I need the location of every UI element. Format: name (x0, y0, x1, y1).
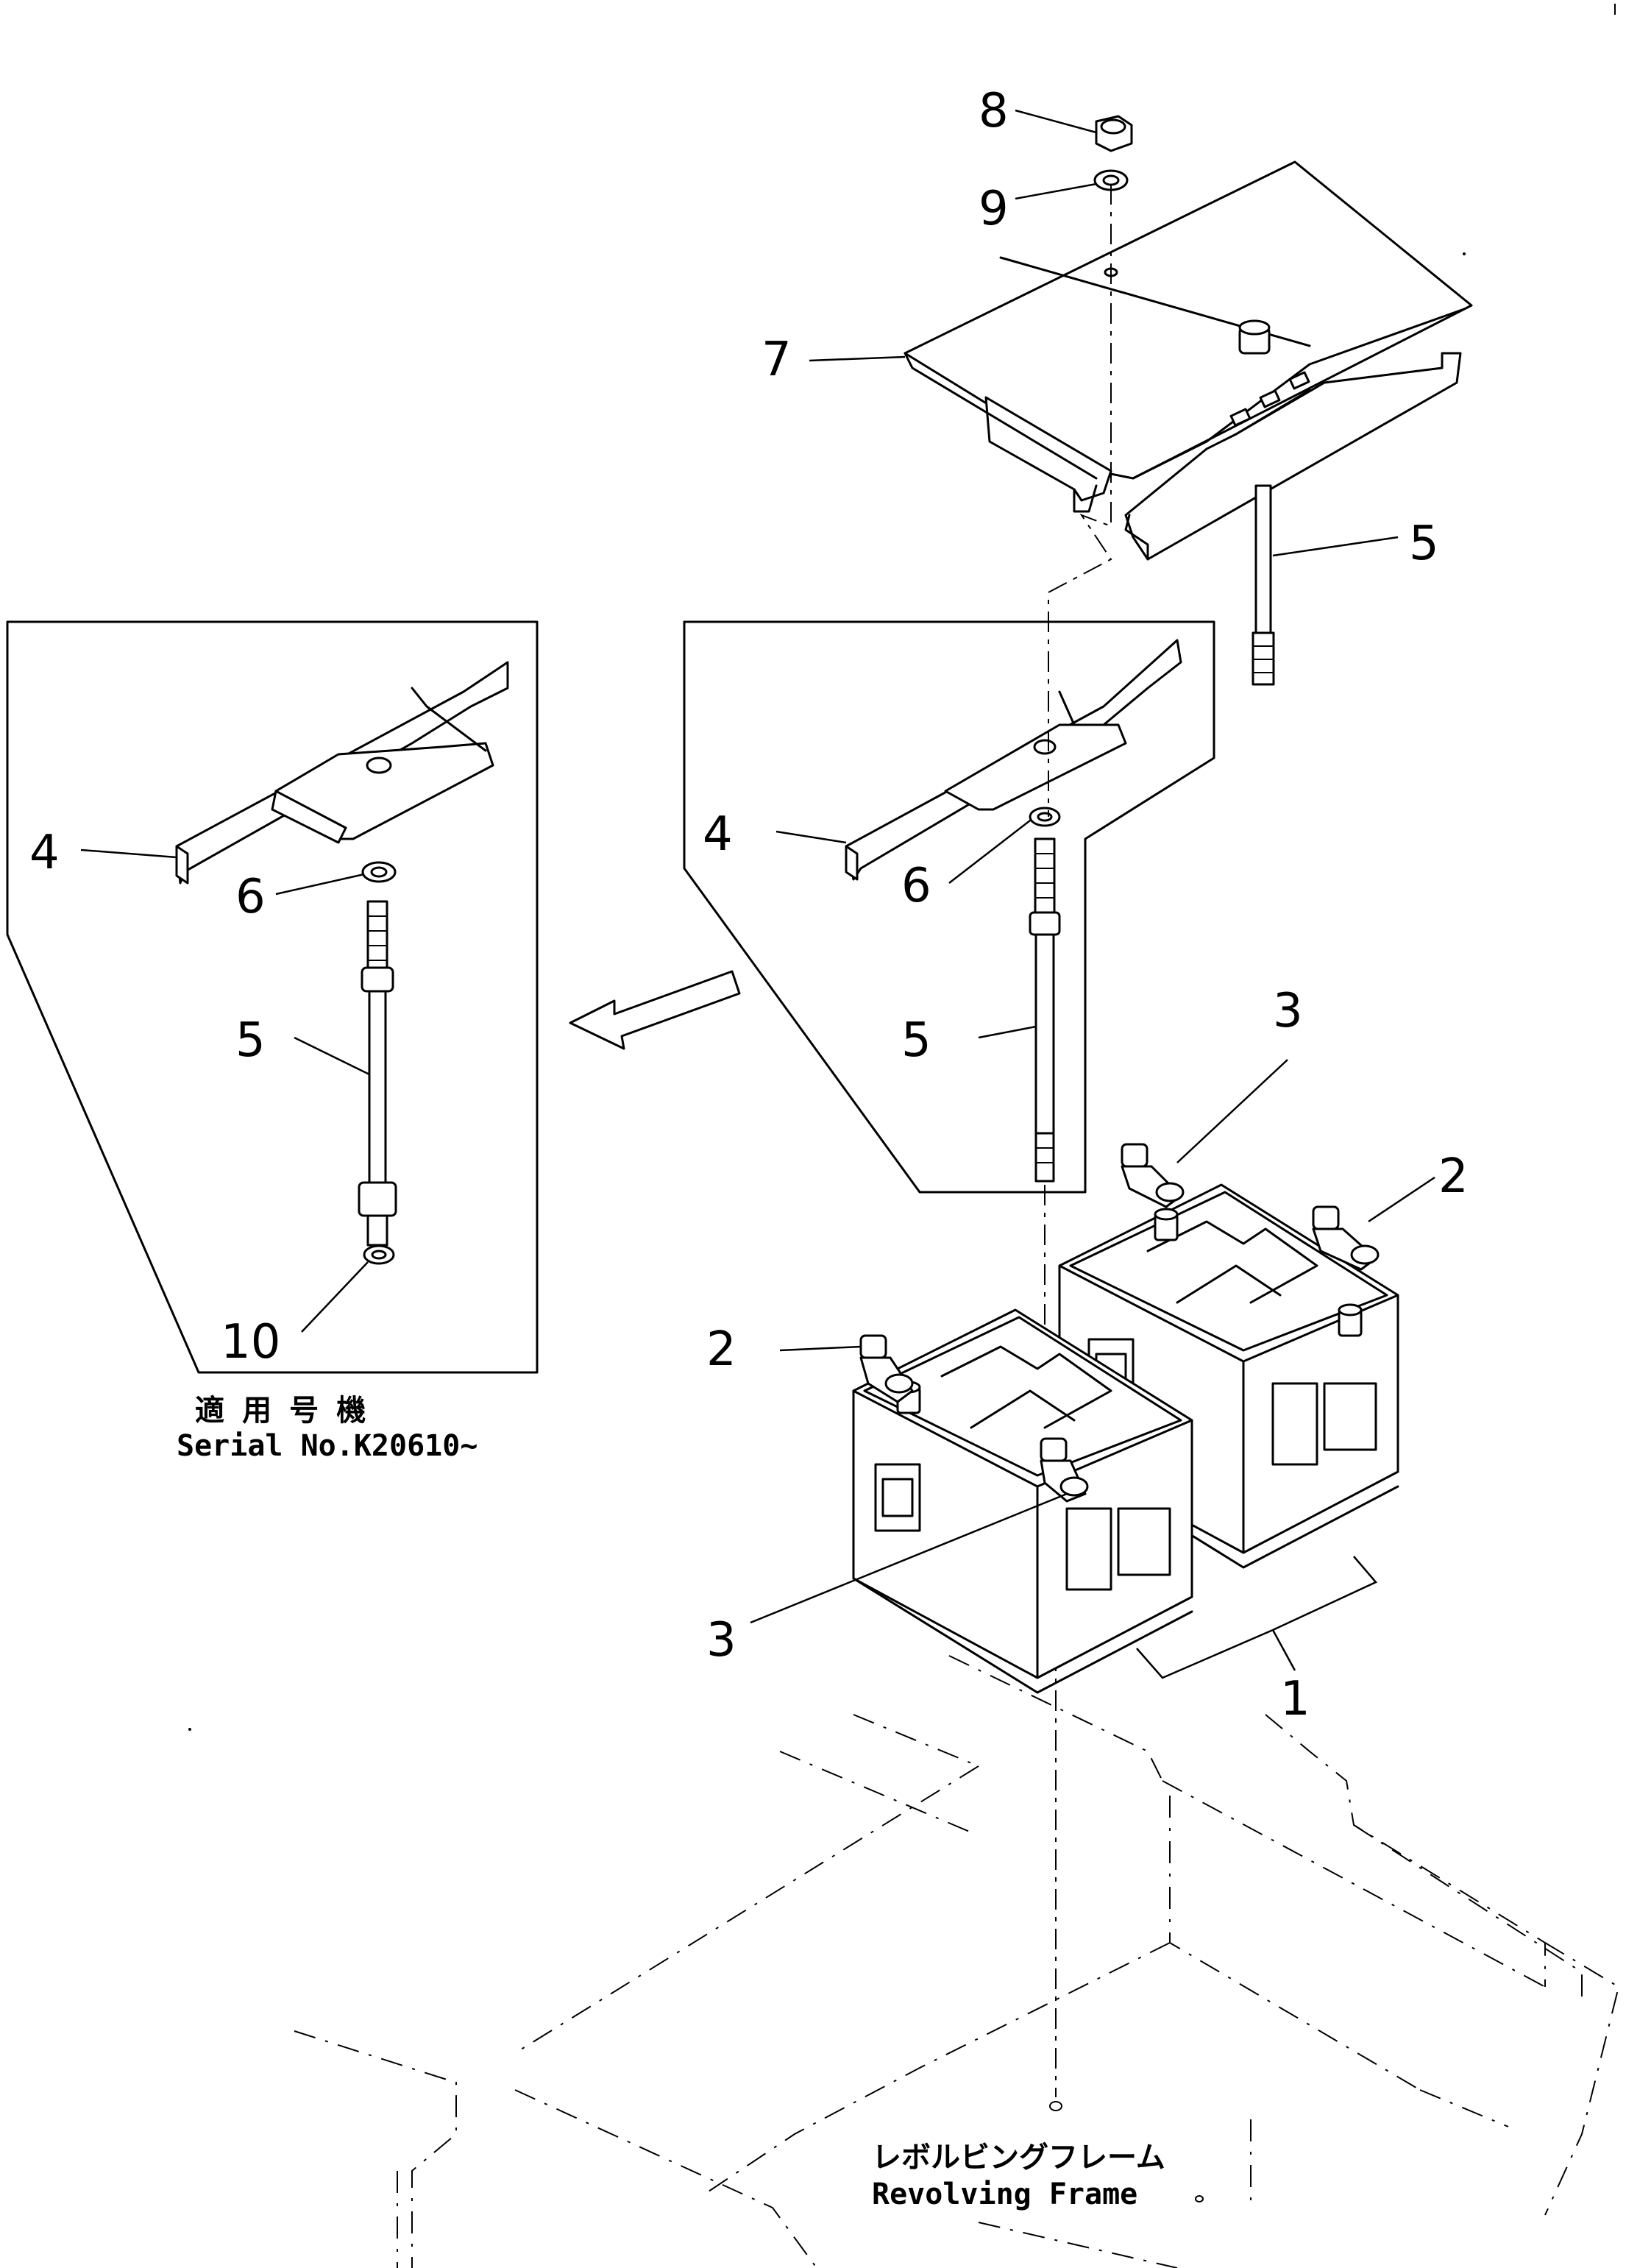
rear-terminal-clamp-part2 (1312, 1205, 1380, 1271)
center-washer-part6 (1029, 807, 1061, 827)
callout-5-center: 5 (901, 1013, 931, 1068)
callout-9: 9 (979, 182, 1009, 236)
serial-variant-detail-box (6, 620, 539, 1374)
left-stud-bolt-part5 (358, 900, 397, 1247)
battery-front (852, 1308, 1193, 1694)
callout-8: 8 (979, 84, 1009, 138)
serial-note-english: Serial No.K20610~ (177, 1429, 477, 1463)
callout-1: 1 (1280, 1672, 1310, 1726)
callout-6-center: 6 (901, 859, 931, 913)
variant-arrow (569, 970, 741, 1050)
standard-detail-box (683, 620, 1215, 1194)
callout-7: 7 (761, 333, 792, 387)
front-terminal-clamp-part2 (859, 1334, 914, 1403)
callout-5-cover: 5 (1409, 517, 1439, 571)
center-stud-bolt-part5 (1029, 837, 1061, 1183)
rear-terminal-clamp-part3 (1121, 1143, 1185, 1208)
cover-stud-bolt-part5 (1252, 484, 1275, 686)
front-terminal-clamp-part3 (1040, 1437, 1089, 1503)
callout-4-center: 4 (703, 807, 733, 862)
revolving-frame-label-english: Revolving Frame (872, 2177, 1137, 2211)
callout-3-rear: 3 (1273, 984, 1303, 1038)
cover-nut-part8 (1095, 115, 1133, 152)
callout-5-left: 5 (235, 1013, 266, 1068)
left-battery-holder-part4 (175, 661, 509, 885)
callout-4-left: 4 (29, 826, 60, 880)
callout-6-left: 6 (235, 870, 266, 924)
serial-note-japanese: 適 用 号 機 (195, 1394, 366, 1428)
left-washer-part6 (361, 861, 397, 883)
callout-2-front: 2 (706, 1322, 736, 1377)
callout-3-front: 3 (706, 1613, 736, 1668)
center-battery-holder-part4 (845, 639, 1182, 881)
revolving-frame-phantom (294, 1655, 1620, 2268)
cover-holder-bracket (1124, 352, 1462, 561)
callout-2-rear: 2 (1438, 1149, 1469, 1204)
battery-cover-part7 (903, 160, 1473, 513)
left-washer-part10 (363, 1244, 395, 1265)
callout-10: 10 (221, 1315, 280, 1369)
revolving-frame-label-japanese: レボルビングフレーム (872, 2141, 1165, 2175)
